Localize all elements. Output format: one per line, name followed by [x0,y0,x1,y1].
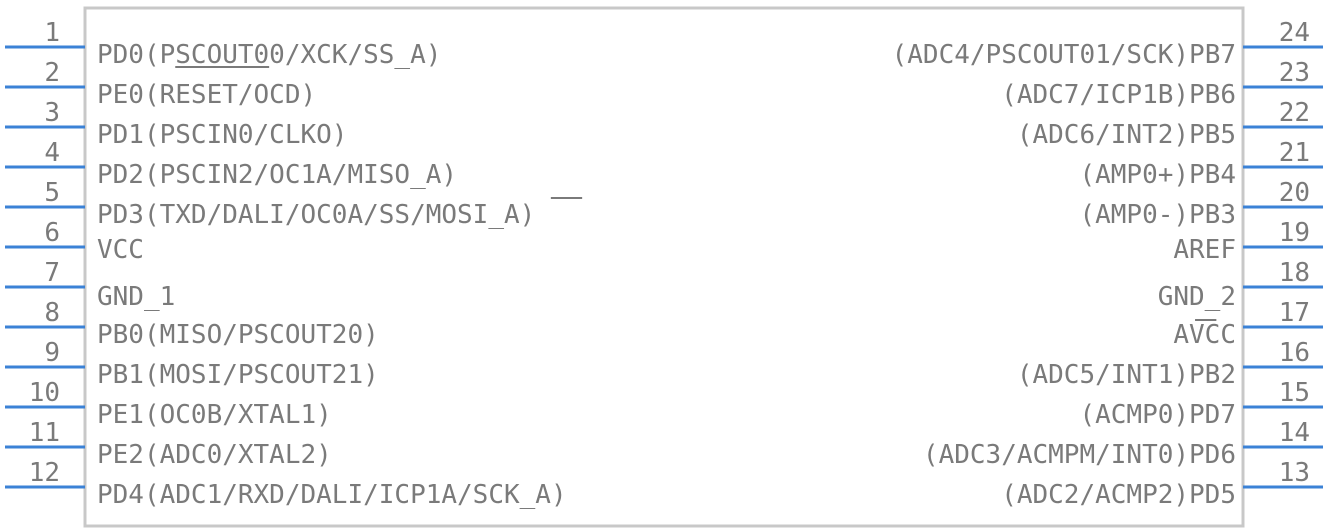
pin-label-9: PB1(MOSI/PSCOUT21) [97,360,379,390]
pin-number-10: 10 [29,378,60,408]
pin-label-23: (ADC7/ICP1B)PB6 [1001,80,1236,110]
pin-label-14: (ADC3/ACMPM/INT0)PD6 [923,440,1236,470]
pin-label-2: PE0(RESET/OCD) [97,80,316,110]
pin-label-22: (ADC6/INT2)PB5 [1017,120,1236,150]
pin-number-11: 11 [29,418,60,448]
pin-label-12: PD4(ADC1/RXD/DALI/ICP1A/SCK_A) [97,480,567,510]
pin-number-21: 21 [1279,138,1310,168]
pin-label-5: PD3(TXD/DALI/OC0A/SS/MOSI_A) [97,200,535,230]
pin-label-10: PE1(OC0B/XTAL1) [97,400,332,430]
pin-number-14: 14 [1279,418,1310,448]
pin-label-7: GND_1 [97,282,175,312]
overbar-group [175,66,1217,321]
pin-label-15: (ACMP0)PD7 [1079,400,1236,430]
pin-number-19: 19 [1279,218,1310,248]
pin-number-20: 20 [1279,178,1310,208]
pin-number-16: 16 [1279,338,1310,368]
pin-label-19: AREF [1173,235,1236,265]
pin-number-17: 17 [1279,298,1310,328]
pin-number-22: 22 [1279,98,1310,128]
pin-number-23: 23 [1279,58,1310,88]
pin-label-17: AVCC [1173,320,1236,350]
pin-label-8: PB0(MISO/PSCOUT20) [97,320,379,350]
pin-label-18: GND_2 [1158,282,1236,312]
pin-label-16: (ADC5/INT1)PB2 [1017,360,1236,390]
pin-number-3: 3 [44,98,60,128]
pin-number-1: 1 [44,18,60,48]
pin-number-9: 9 [44,338,60,368]
component-body [83,6,1245,528]
pin-label-1: PD0(PSCOUT00/XCK/SS_A) [97,40,441,70]
pin-label-6: VCC [97,235,144,265]
pin-number-4: 4 [44,138,60,168]
pin-label-21: (AMP0+)PB4 [1079,160,1236,190]
pin-number-5: 5 [44,178,60,208]
pin-number-12: 12 [29,458,60,488]
pin-number-7: 7 [44,258,60,288]
pin-label-3: PD1(PSCIN0/CLKO) [97,120,347,150]
pin-number-24: 24 [1279,18,1310,48]
pin-label-20: (AMP0-)PB3 [1079,200,1236,230]
pin-number-6: 6 [44,218,60,248]
pin-number-13: 13 [1279,458,1310,488]
pin-number-8: 8 [44,298,60,328]
pin-label-24: (ADC4/PSCOUT01/SCK)PB7 [892,40,1236,70]
pin-label-13: (ADC2/ACMP2)PD5 [1001,480,1236,510]
pin-label-4: PD2(PSCIN2/OC1A/MISO_A) [97,160,457,190]
pin-number-15: 15 [1279,378,1310,408]
pin-label-11: PE2(ADC0/XTAL2) [97,440,332,470]
pin-number-18: 18 [1279,258,1310,288]
right-pin-group: 24 (ADC4/PSCOUT01/SCK)PB7 23 (ADC7/ICP1B)PB… [892,18,1323,510]
pin-number-2: 2 [44,58,60,88]
